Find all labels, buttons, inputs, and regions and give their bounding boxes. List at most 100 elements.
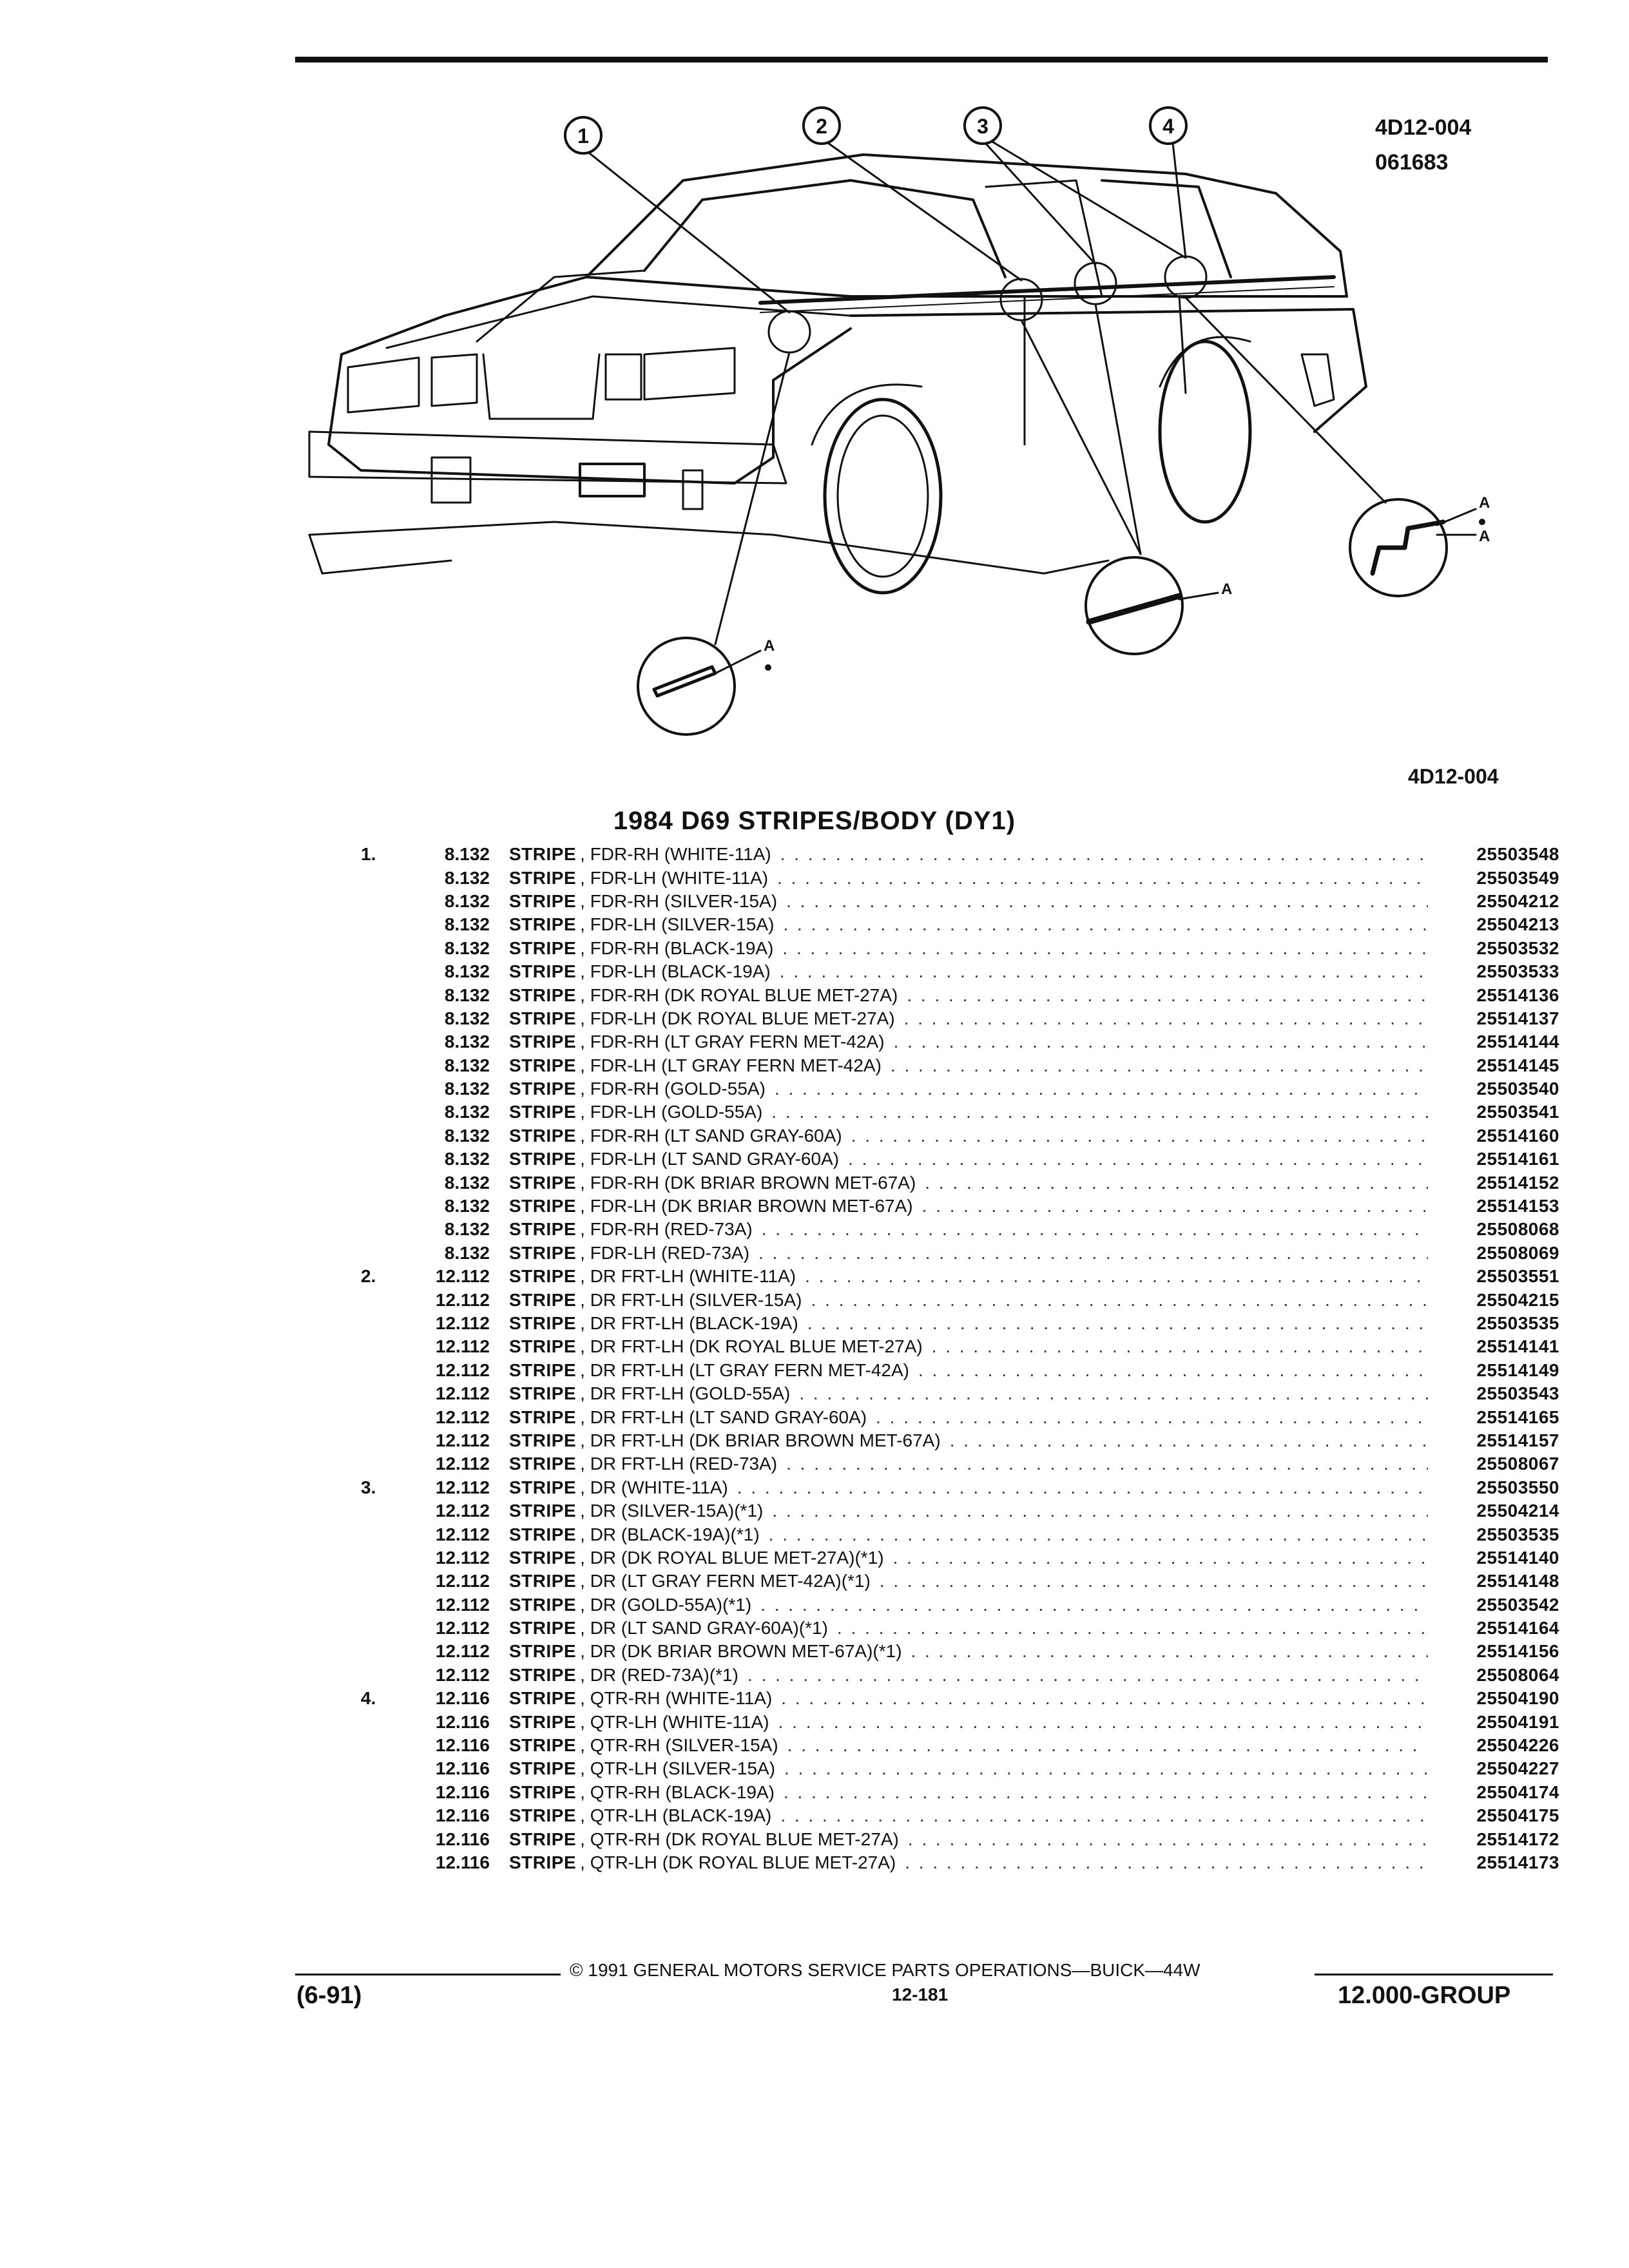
part-description: , FDR-LH (WHITE-11A) xyxy=(580,867,769,888)
dot-leader xyxy=(922,1196,1428,1216)
dot-leader xyxy=(762,1219,1428,1240)
detail-marker-a: A xyxy=(764,637,775,655)
part-noun: STRIPE xyxy=(509,1407,577,1427)
part-catalog-code: 12.112 xyxy=(435,1571,490,1591)
part-description: , DR (WHITE-11A) xyxy=(580,1477,728,1497)
group-label: 12.000-GROUP xyxy=(1338,1982,1511,2009)
part-noun: STRIPE xyxy=(509,1641,577,1662)
part-number: 25514153 xyxy=(1476,1196,1559,1216)
part-catalog-code: 8.132 xyxy=(444,985,490,1005)
dot-leader xyxy=(747,1665,1428,1686)
part-catalog-code: 8.132 xyxy=(444,1102,490,1122)
part-description: , DR (DK ROYAL BLUE MET-27A)(*1) xyxy=(580,1547,884,1568)
dot-leader xyxy=(848,1149,1428,1169)
part-catalog-code: 8.132 xyxy=(444,1242,490,1263)
part-noun: STRIPE xyxy=(509,1102,577,1122)
part-number: 25503548 xyxy=(1476,844,1559,865)
part-number: 25514136 xyxy=(1476,985,1559,1005)
part-noun: STRIPE xyxy=(509,1289,577,1310)
part-catalog-code: 8.132 xyxy=(444,1125,490,1146)
copyright: © 1991 GENERAL MOTORS SERVICE PARTS OPER… xyxy=(570,1960,1200,1980)
part-catalog-code: 12.112 xyxy=(435,1313,490,1333)
dot-leader xyxy=(904,1008,1428,1029)
part-number: 25508067 xyxy=(1476,1454,1559,1474)
part-catalog-code: 12.112 xyxy=(435,1664,490,1685)
part-description: , QTR-LH (SILVER-15A) xyxy=(580,1758,776,1779)
part-number: 25514156 xyxy=(1476,1641,1559,1662)
part-catalog-code: 12.116 xyxy=(435,1735,490,1756)
part-description: , FDR-LH (DK BRIAR BROWN MET-67A) xyxy=(580,1196,913,1216)
part-catalog-code: 8.132 xyxy=(444,867,490,888)
dot-leader xyxy=(784,1758,1428,1779)
part-number: 25514144 xyxy=(1476,1032,1559,1052)
ref-code: 4D12-004 xyxy=(1375,115,1472,140)
part-noun: STRIPE xyxy=(509,1547,577,1568)
part-description: , DR (LT GRAY FERN MET-42A)(*1) xyxy=(580,1571,871,1591)
dot-leader xyxy=(908,1829,1428,1850)
part-catalog-code: 12.112 xyxy=(435,1501,490,1521)
part-description: , DR (BLACK-19A)(*1) xyxy=(580,1524,760,1544)
dot-leader xyxy=(805,1266,1428,1287)
part-catalog-code: 12.112 xyxy=(435,1594,490,1615)
callout-1: 1 xyxy=(577,124,589,148)
part-description: , DR (SILVER-15A)(*1) xyxy=(580,1501,764,1521)
part-noun: STRIPE xyxy=(509,1477,577,1497)
part-description: , DR FRT-LH (LT GRAY FERN MET-42A) xyxy=(580,1360,909,1380)
part-catalog-code: 8.132 xyxy=(444,1079,490,1099)
dot-leader xyxy=(787,1735,1428,1756)
part-noun: STRIPE xyxy=(509,1383,577,1404)
part-description: , DR (RED-73A)(*1) xyxy=(580,1664,738,1685)
part-row: 12.112 STRIPE, DR FRT-LH (BLACK-19A) 25503… xyxy=(361,1312,1559,1335)
part-number: 25503551 xyxy=(1476,1266,1559,1287)
part-noun: STRIPE xyxy=(509,867,577,888)
top-rule xyxy=(295,57,1548,62)
dot-leader xyxy=(758,1243,1428,1264)
part-description: , QTR-RH (DK ROYAL BLUE MET-27A) xyxy=(580,1829,899,1849)
part-number: 25508064 xyxy=(1476,1664,1559,1685)
part-description: , QTR-LH (DK ROYAL BLUE MET-27A) xyxy=(580,1852,896,1872)
part-catalog-code: 8.132 xyxy=(444,1032,490,1052)
part-noun: STRIPE xyxy=(509,1758,577,1779)
dot-leader xyxy=(783,914,1428,935)
part-number: 25504175 xyxy=(1476,1805,1559,1826)
dot-leader xyxy=(780,961,1428,982)
part-description: , DR FRT-LH (BLACK-19A) xyxy=(580,1313,798,1333)
part-catalog-code: 8.132 xyxy=(444,1172,490,1193)
part-noun: STRIPE xyxy=(509,937,577,958)
dot-leader xyxy=(950,1430,1428,1451)
part-callout-ref: 2. xyxy=(361,1266,376,1287)
part-catalog-code: 8.132 xyxy=(444,1008,490,1028)
part-catalog-code: 12.116 xyxy=(435,1782,490,1802)
part-number: 25514145 xyxy=(1476,1055,1559,1075)
part-number: 25504191 xyxy=(1476,1711,1559,1732)
part-number: 25514148 xyxy=(1476,1571,1559,1591)
part-catalog-code: 12.116 xyxy=(435,1805,490,1826)
part-description: , FDR-RH (RED-73A) xyxy=(580,1219,753,1240)
part-noun: STRIPE xyxy=(509,1430,577,1450)
part-catalog-code: 12.112 xyxy=(435,1336,490,1357)
part-noun: STRIPE xyxy=(509,1711,577,1732)
part-catalog-code: 8.132 xyxy=(444,1055,490,1075)
part-number: 25503550 xyxy=(1476,1477,1559,1497)
illustration-caption: 4D12-004 xyxy=(1408,765,1499,788)
dot-leader xyxy=(780,1805,1428,1826)
part-noun: STRIPE xyxy=(509,1735,577,1756)
part-number: 25503535 xyxy=(1476,1313,1559,1333)
part-noun: STRIPE xyxy=(509,1313,577,1333)
dot-leader xyxy=(760,1595,1428,1615)
part-noun: STRIPE xyxy=(509,1079,577,1099)
part-callout-ref: 4. xyxy=(361,1688,376,1709)
part-number: 25514165 xyxy=(1476,1407,1559,1427)
